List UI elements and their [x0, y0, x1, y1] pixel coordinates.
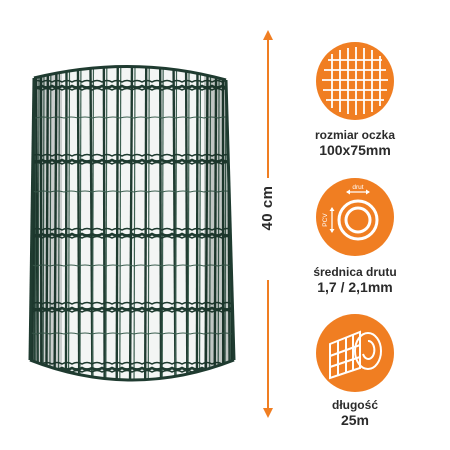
mesh-size-value: 100x75mm — [319, 142, 391, 158]
mesh-horizontal-wire — [30, 235, 234, 239]
length-label: długość — [331, 398, 378, 412]
mesh-vertical-wire — [67, 66, 71, 380]
mesh-size-feature: rozmiar oczka 100x75mm — [280, 128, 430, 158]
mesh-vertical-wire — [64, 66, 68, 380]
mesh-horizontal-wire — [30, 84, 234, 89]
mesh-vertical-wire — [57, 66, 61, 380]
mesh-horizontal-wire — [30, 369, 234, 373]
mesh-vertical-wire — [158, 66, 163, 380]
mesh-vertical-wire — [217, 66, 220, 380]
wire-cross-section-icon: drut PCV — [316, 178, 394, 256]
mesh-vertical-wire — [213, 66, 218, 380]
length-value: 25m — [340, 412, 370, 428]
mesh-vertical-wire — [187, 66, 190, 380]
mesh-vertical-wire — [42, 66, 45, 380]
mesh-vertical-wire — [198, 66, 202, 380]
mesh-horizontal-wire — [30, 264, 234, 267]
wire-diameter-feature: średnica drutu 1,7 / 2,1mm — [280, 265, 430, 295]
mesh-horizontal-wire — [30, 158, 234, 163]
mesh-vertical-wire — [53, 66, 58, 380]
mesh-horizontal-wire — [30, 79, 234, 83]
mesh-horizontal-wire — [30, 87, 234, 91]
wire-diameter-label: średnica drutu — [313, 265, 397, 279]
mesh-horizontal-wire — [30, 232, 234, 237]
mesh-horizontal-wire — [30, 190, 234, 193]
height-label: 40 cm — [259, 185, 276, 231]
mesh-horizontal-wire — [30, 227, 234, 231]
mesh-horizontal-wire — [30, 301, 234, 305]
mesh-vertical-wire — [147, 66, 150, 380]
mesh-horizontal-wire — [30, 116, 234, 119]
mesh-horizontal-wire — [30, 332, 234, 335]
mesh-grid-icon — [316, 42, 394, 120]
mesh-vertical-wire — [79, 66, 82, 380]
mesh-vertical-wire — [195, 66, 199, 380]
mesh-horizontal-wire — [30, 309, 234, 313]
wire-diameter-value: 1,7 / 2,1mm — [317, 279, 393, 295]
pvc-label: PCV — [322, 213, 329, 227]
mesh-vertical-wire — [174, 66, 178, 380]
mesh-roll-icon — [316, 314, 394, 392]
mesh-vertical-wire — [45, 66, 50, 380]
mesh-vertical-wire — [204, 66, 209, 380]
mesh-size-label: rozmiar oczka — [314, 128, 396, 142]
mesh-vertical-wire — [133, 66, 136, 380]
mesh-vertical-wire — [128, 66, 134, 380]
mesh-vertical-wire — [102, 66, 106, 380]
mesh-horizontal-wire — [30, 361, 234, 365]
mesh-horizontal-wire — [30, 161, 234, 165]
mesh-vertical-wire — [143, 66, 148, 380]
mesh-vertical-wire — [208, 66, 212, 380]
mesh-horizontal-wire — [30, 306, 234, 311]
mesh-vertical-wire — [115, 66, 119, 380]
wire-label: drut — [352, 184, 363, 191]
mesh-vertical-wire — [105, 66, 108, 380]
mesh-horizontal-wire — [30, 153, 234, 157]
mesh-vertical-wire — [161, 66, 164, 380]
wire-mesh-roll-image — [28, 64, 236, 382]
mesh-vertical-wire — [184, 66, 189, 380]
mesh-vertical-wire — [49, 66, 52, 380]
height-dimension-arrow — [263, 30, 273, 418]
mesh-vertical-wire — [76, 66, 81, 380]
length-feature: długość 25m — [280, 398, 430, 428]
mesh-vertical-wire — [34, 66, 40, 380]
mesh-vertical-wire — [119, 66, 122, 380]
mesh-vertical-wire — [37, 66, 40, 380]
mesh-vertical-wire — [91, 66, 95, 380]
